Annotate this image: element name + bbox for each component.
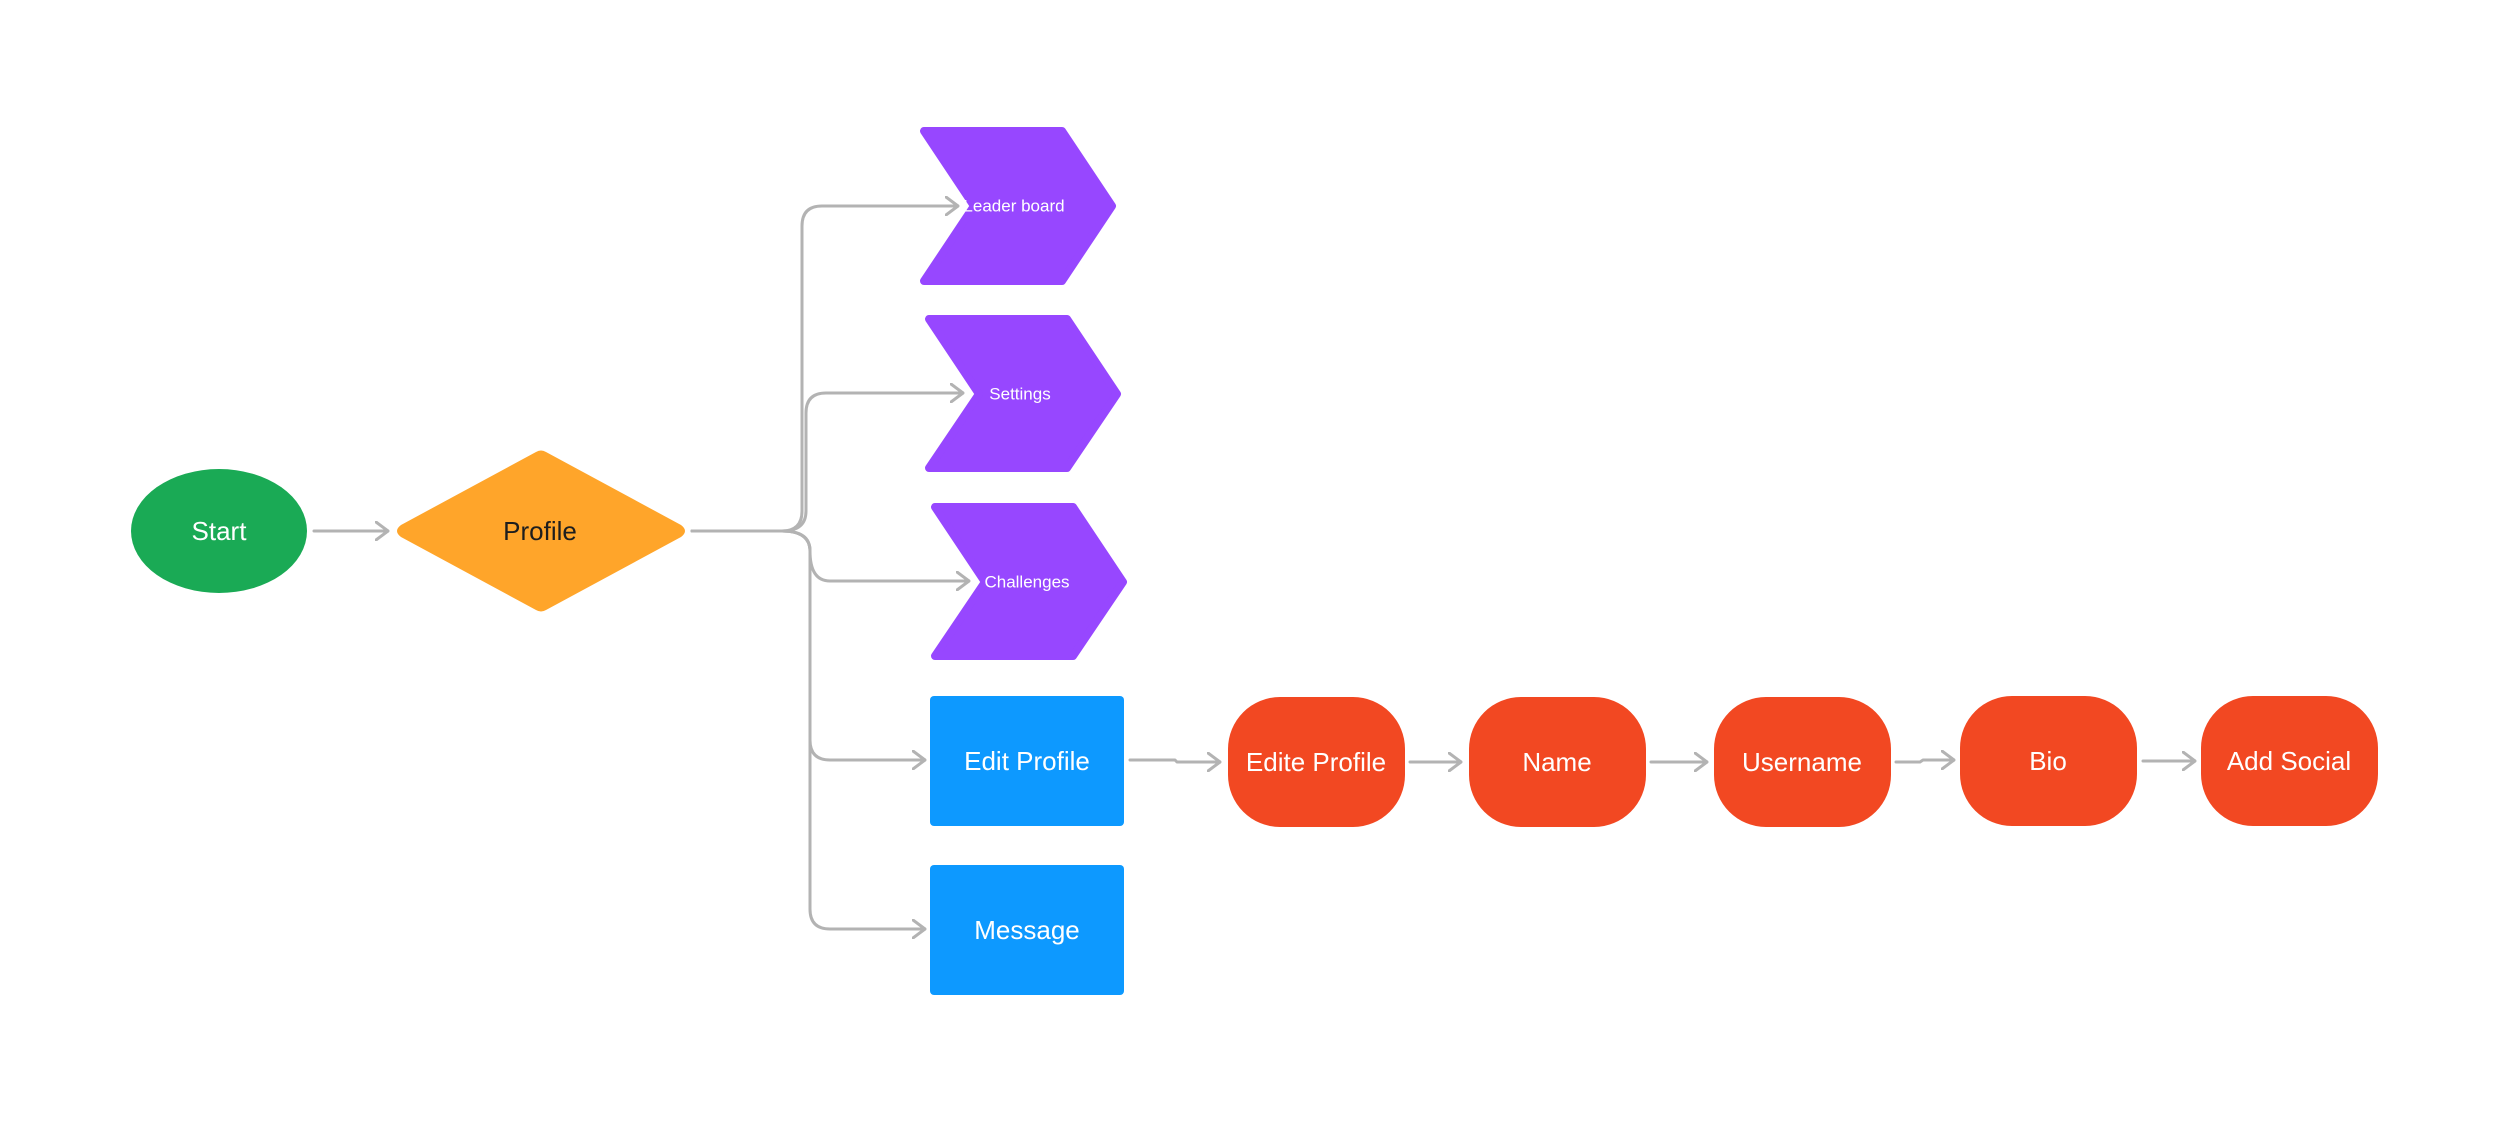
profile-node-shape [397,450,685,612]
add-social-node-shape [2201,696,2378,826]
message-node[interactable]: Message [930,865,1124,995]
settings-node-shape [925,315,1121,472]
message-node-label: Message [974,915,1080,945]
challenges-node-shape [931,503,1127,660]
settings-node-label: Settings [989,385,1050,404]
start-node[interactable]: Start [131,469,307,593]
bio-node-shape [1960,696,2137,826]
edge-edit-profile-edite-profile [1128,760,1222,762]
edge-profile-message [690,529,927,929]
edit-profile-node[interactable]: Edit Profile [930,696,1124,826]
start-node-shape [131,469,307,593]
edite-profile-node[interactable]: Edite Profile [1228,697,1405,827]
settings-node[interactable]: Settings [925,315,1121,472]
edge-profile-challenges [690,529,971,581]
username-node-label: Username [1742,747,1862,777]
add-social-node-label: Add Social [2227,746,2351,776]
profile-node-label: Profile [503,516,577,546]
profile-node[interactable]: Profile [397,450,685,612]
username-node[interactable]: Username [1714,697,1891,827]
name-node-label: Name [1522,747,1591,777]
message-node-shape [930,865,1124,995]
bio-node-label: Bio [2029,746,2067,776]
leaderboard-node-label: Leader board [963,197,1064,216]
challenges-node[interactable]: Challenges [931,503,1127,660]
connectors [312,206,2197,929]
edit-profile-node-shape [930,696,1124,826]
bio-node[interactable]: Bio [1960,696,2137,826]
name-node[interactable]: Name [1469,697,1646,827]
leaderboard-node[interactable]: Leader board [920,127,1116,285]
challenges-node-label: Challenges [984,573,1069,592]
start-node-label: Start [192,516,248,546]
edite-profile-node-shape [1228,697,1405,827]
username-node-shape [1714,697,1891,827]
edge-username-bio [1894,760,1956,762]
edge-profile-settings [690,393,965,533]
name-node-shape [1469,697,1646,827]
edit-profile-node-label: Edit Profile [964,746,1090,776]
edge-profile-leaderboard [690,206,960,533]
edite-profile-node-label: Edite Profile [1246,747,1386,777]
add-social-node[interactable]: Add Social [2201,696,2378,826]
leaderboard-node-shape [920,127,1116,285]
